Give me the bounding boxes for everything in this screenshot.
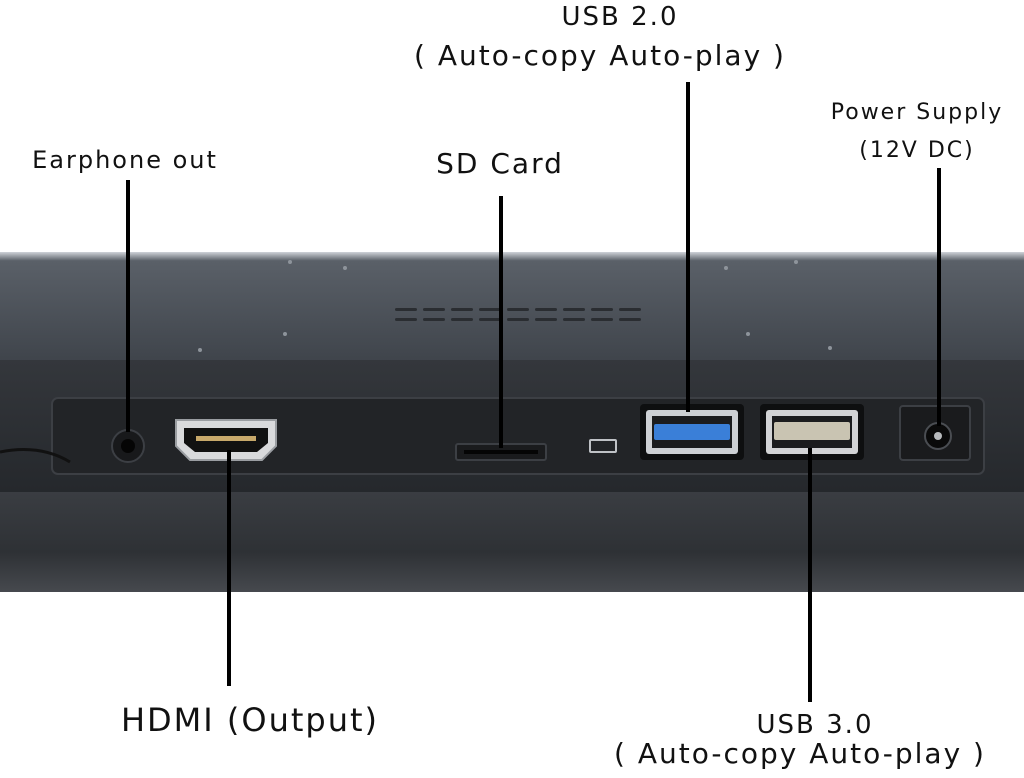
indicator-slot — [589, 439, 617, 453]
leader-usb2 — [686, 82, 690, 412]
leader-usb3 — [808, 448, 812, 702]
leader-hdmi — [227, 450, 231, 686]
label-usb3-subtitle: ( Auto-copy Auto-play ) — [614, 737, 986, 770]
sd-card-slot — [455, 443, 547, 461]
hdmi-port — [175, 419, 277, 461]
device-lower-body — [0, 492, 1024, 592]
label-hdmi-output: HDMI (Output) — [120, 701, 380, 739]
label-power-supply: Power Supply — [830, 100, 1004, 125]
device-top-surface — [0, 252, 1024, 362]
label-usb2-subtitle: ( Auto-copy Auto-play ) — [414, 39, 786, 72]
leader-power — [937, 168, 941, 426]
power-jack — [899, 405, 971, 461]
leader-sd-card — [499, 196, 503, 448]
label-power-voltage: (12V DC) — [859, 138, 975, 163]
label-usb2-title: USB 2.0 — [561, 2, 679, 32]
label-usb3-title: USB 3.0 — [756, 710, 874, 740]
cable — [0, 448, 71, 464]
port-panel — [51, 397, 985, 475]
label-earphone-out: Earphone out — [32, 146, 218, 174]
label-sd-card: SD Card — [436, 147, 564, 180]
usb-port-beige — [760, 404, 864, 460]
leader-earphone — [126, 180, 130, 432]
usb-port-blue — [640, 404, 744, 460]
earphone-jack — [111, 429, 145, 463]
